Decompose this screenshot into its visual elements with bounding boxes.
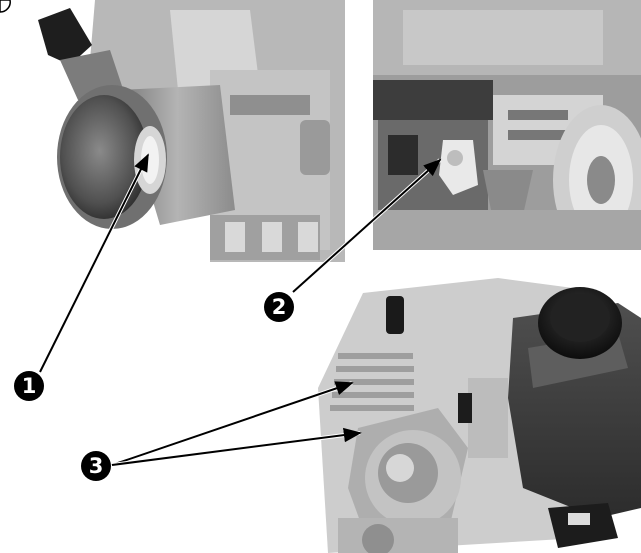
photo-air-intake — [0, 0, 345, 262]
callout-3: 3 — [81, 451, 111, 481]
leader-line-3a — [111, 381, 354, 466]
air-intake-illustration — [0, 0, 345, 262]
carburetor-illustration — [373, 0, 641, 250]
photo-carburetor — [373, 0, 641, 250]
leader-line-3a-halo — [111, 381, 353, 467]
photo-engine-fuel-tank — [318, 278, 641, 553]
callout-1: 1 — [14, 371, 44, 401]
callout-2: 2 — [264, 292, 294, 322]
engine-illustration — [318, 278, 641, 553]
